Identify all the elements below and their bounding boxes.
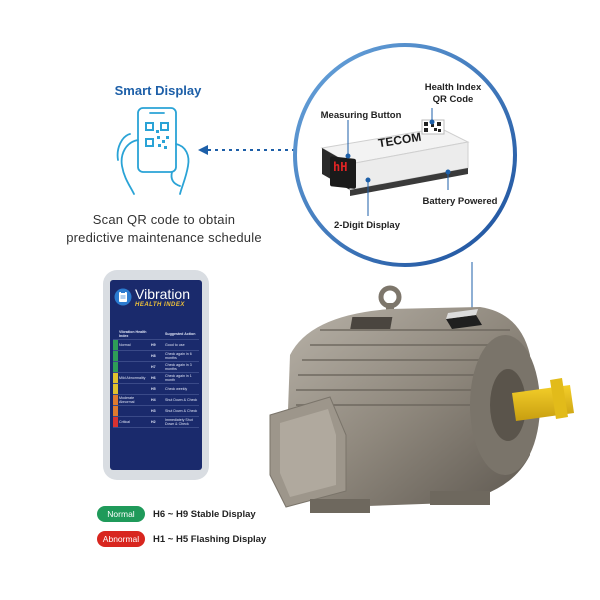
index-code: H4 [150,394,164,406]
index-code: H3 [150,405,164,417]
suggested-action: Check weekly [164,383,199,395]
phone-description-block [110,308,202,329]
suggested-action: Check again in 1 month [164,372,199,384]
level-color-bar [113,372,118,384]
index-code: H7 [150,361,164,373]
abnormal-description: H1 ~ H5 Flashing Display [153,533,267,545]
electric-motor-image [269,285,574,513]
level-color-bar [113,361,118,373]
phone-title: Vibration [135,286,191,302]
col-action-header: Suggested Action [164,329,199,340]
abnormal-pill: Abnormal [97,531,145,547]
level-label [118,361,150,373]
suggested-action: Immediately Shut Down & Check [164,416,199,428]
legend-normal: Normal H6 ~ H9 Stable Display [97,506,256,522]
measuring-button-label: Measuring Button [320,110,402,121]
dashed-arrow-icon [198,145,294,155]
health-index-table: Vibration Health Index Suggested Action … [113,329,199,428]
level-color-bar [113,350,118,362]
smart-display-title: Smart Display [114,83,202,98]
index-code: H2 [150,416,164,428]
normal-pill: Normal [97,506,145,522]
suggested-action: Good to use [164,339,199,351]
scan-qr-caption: Scan QR code to obtain predictive mainte… [48,211,280,247]
level-color-bar [113,383,118,395]
suggested-action: Check again in 6 months [164,350,199,362]
phone-screen: Vibration HEALTH INDEX Vibration Health … [110,280,202,470]
level-label: Moderate Abnormal [118,394,150,406]
index-code: H5 [150,383,164,395]
phone-subtitle: HEALTH INDEX [135,302,185,308]
scan-line-2: predictive maintenance schedule [66,230,262,245]
level-label [118,383,150,395]
level-label: Normal [118,339,150,351]
device-zoom-circle [293,43,517,267]
health-index-line-2: QR Code [432,94,474,105]
col-index-header: Vibration Health Index [118,329,150,340]
scan-line-1: Scan QR code to obtain [92,212,236,227]
level-color-bar [113,405,118,417]
two-digit-readout: hH [333,160,348,174]
level-label [118,350,150,362]
clipboard-icon [114,288,132,306]
normal-description: H6 ~ H9 Stable Display [153,508,256,520]
level-label [118,405,150,417]
level-label: Mild Abnormality [118,372,150,384]
legend-abnormal: Abnormal H1 ~ H5 Flashing Display [97,531,266,547]
suggested-action: Check again in 3 months [164,361,199,373]
health-index-line-1: Health Index [424,82,482,93]
level-color-bar [113,416,118,428]
level-color-bar [113,339,118,351]
index-code: H6 [150,372,164,384]
hand-phone-qr-icon [116,107,190,195]
suggested-action: Shut Down & Check [164,405,199,417]
two-digit-display-label: 2-Digit Display [334,220,400,231]
index-code: H8 [150,350,164,362]
health-index-qr-label: Health Index QR Code [416,82,490,106]
level-color-bar [113,394,118,406]
battery-powered-label: Battery Powered [422,196,498,207]
index-code: H9 [150,339,164,351]
suggested-action: Shut Down & Check [164,394,199,406]
level-label: Critical [118,416,150,428]
